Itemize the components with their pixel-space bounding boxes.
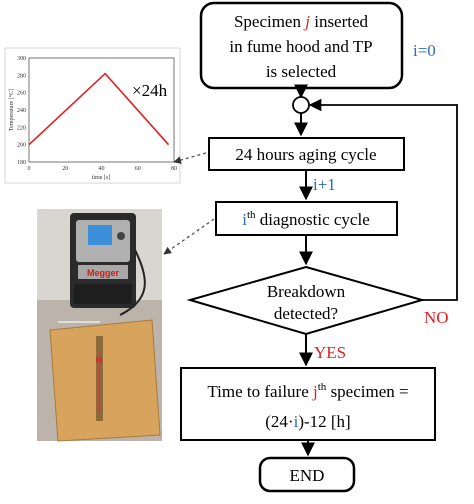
- chart-ytick-label: 200: [17, 143, 26, 149]
- instrument-screen: [88, 225, 112, 245]
- wooden-board: [49, 319, 161, 442]
- chart-xtick-label: 40: [99, 166, 105, 172]
- aging-box-label: 24 hours aging cycle: [235, 145, 376, 164]
- chart-ytick-label: 240: [17, 108, 26, 114]
- start-box-line1: Specimen j inserted: [234, 12, 369, 31]
- result-line2: (24·i)-12 [h]: [265, 412, 350, 431]
- test-cable: [119, 249, 146, 316]
- yes-label: YES: [314, 343, 346, 362]
- arrow-no-loop: [308, 98, 458, 301]
- instrument-label-plate: [78, 265, 128, 279]
- chart-ytick-label: 180: [17, 160, 26, 166]
- chart-ticks: 0 20 40 60 80 180 200 220 240 260 280 300: [17, 56, 177, 172]
- chart-ytick-label: 280: [17, 73, 26, 79]
- no-label: NO: [424, 308, 449, 327]
- diagnostic-box: [215, 201, 398, 236]
- plot-area: [28, 57, 175, 163]
- instrument-knob: [117, 232, 125, 240]
- result-line1: Time to failure jth specimen =: [207, 381, 408, 401]
- start-box-line3: is selected: [266, 62, 337, 81]
- increment-label: i+1: [313, 175, 336, 194]
- diagnostic-box-label: ith diagnostic cycle: [242, 209, 370, 229]
- end-box-label: END: [290, 466, 325, 485]
- start-box-line2: in fume hood and TP: [229, 37, 372, 56]
- decision-line1: Breakdown: [267, 282, 346, 301]
- chart-xtick-label: 20: [62, 166, 68, 172]
- chart-ytick-label: 220: [17, 125, 26, 131]
- decision-line2: detected?: [274, 304, 338, 323]
- instrument-base: [74, 284, 132, 304]
- junction-node: [292, 96, 310, 114]
- test-setup-photo: Megger: [37, 209, 162, 442]
- chart-series-line: [28, 72, 170, 146]
- end-box: [258, 456, 356, 493]
- init-label: i=0: [413, 41, 436, 60]
- chart-xlabel: time [s]: [92, 175, 111, 181]
- connector-diagnostic-to-photo: [163, 218, 215, 255]
- aging-box: [208, 137, 405, 171]
- chart-ytick-label: 300: [17, 56, 26, 62]
- chart-xtick-label: 60: [135, 166, 141, 172]
- chart-xtick-label: 0: [28, 166, 31, 172]
- result-box: [180, 367, 436, 441]
- chart-ytick-label: 260: [17, 91, 26, 97]
- repeat-label: ×24h: [132, 81, 168, 100]
- chart-xtick-label: 80: [171, 166, 177, 172]
- chart-ylabel: Temperature [°C]: [8, 89, 15, 131]
- instrument-brand: Megger: [87, 268, 120, 278]
